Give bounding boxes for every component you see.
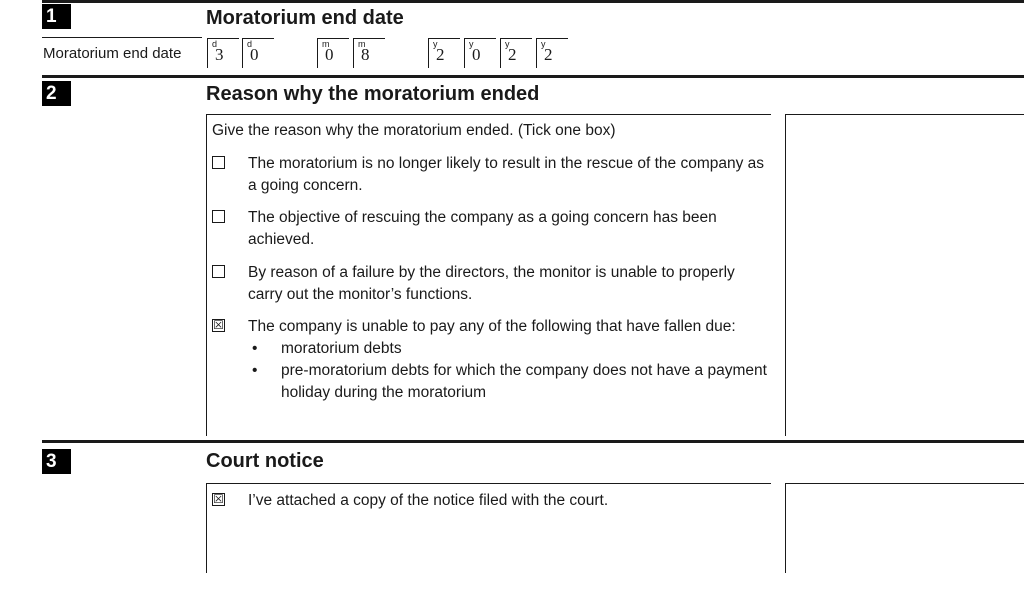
date-box-digit: 2 xyxy=(508,45,517,64)
date-box-day-1[interactable]: d 3 xyxy=(207,38,239,68)
reason-option-1[interactable]: The moratorium is no longer likely to re… xyxy=(212,153,767,197)
bullet-text: pre-moratorium debts for which the compa… xyxy=(281,362,767,401)
date-box-digit: 0 xyxy=(325,45,334,64)
section-3-number: 3 xyxy=(42,449,71,474)
date-box-digit: 2 xyxy=(436,45,445,64)
section-1-number: 1 xyxy=(42,4,71,29)
date-box-placeholder: d xyxy=(247,39,253,49)
section-2-title: Reason why the moratorium ended xyxy=(206,83,540,105)
date-box-year-2[interactable]: y 0 xyxy=(464,38,496,68)
bullet-icon: • xyxy=(252,362,258,379)
date-box-year-3[interactable]: y 2 xyxy=(500,38,532,68)
reason-option-2-text: The objective of rescuing the company as… xyxy=(248,209,717,248)
moratorium-end-date-label: Moratorium end date xyxy=(43,45,182,62)
date-box-year-4[interactable]: y 2 xyxy=(536,38,568,68)
court-notice-option[interactable]: ☒ I’ve attached a copy of the notice fil… xyxy=(212,490,767,514)
section-2-rule xyxy=(42,75,1024,78)
reason-option-4-bullets: • moratorium debts • pre-moratorium debt… xyxy=(248,338,768,404)
section-1-rule xyxy=(42,0,1024,3)
checkbox-icon[interactable] xyxy=(212,210,225,223)
date-box-day-2[interactable]: d 0 xyxy=(242,38,274,68)
reason-option-4-text: The company is unable to pay any of the … xyxy=(248,318,736,335)
section-2-number: 2 xyxy=(42,81,71,106)
section-3-title: Court notice xyxy=(206,450,324,472)
date-box-placeholder: d xyxy=(212,39,218,49)
date-box-digit: 0 xyxy=(250,45,259,64)
section-3-rule xyxy=(42,440,1024,443)
date-row-rule xyxy=(42,37,202,38)
reason-side-panel xyxy=(785,114,1024,436)
date-box-month-2[interactable]: m 8 xyxy=(353,38,385,68)
date-box-digit: 2 xyxy=(544,45,553,64)
checked-checkbox-icon[interactable]: ☒ xyxy=(212,492,225,506)
checkbox-icon[interactable] xyxy=(212,265,225,278)
reason-instruction: Give the reason why the moratorium ended… xyxy=(212,122,616,139)
date-box-digit: 3 xyxy=(215,45,224,64)
reason-option-2[interactable]: The objective of rescuing the company as… xyxy=(212,207,767,251)
checked-checkbox-icon[interactable]: ☒ xyxy=(212,318,225,332)
reason-option-3[interactable]: By reason of a failure by the directors,… xyxy=(212,262,767,306)
date-box-month-1[interactable]: m 0 xyxy=(317,38,349,68)
reason-option-4[interactable]: ☒ The company is unable to pay any of th… xyxy=(212,316,767,406)
date-box-year-1[interactable]: y 2 xyxy=(428,38,460,68)
date-box-placeholder: y xyxy=(433,39,438,49)
date-box-digit: 8 xyxy=(361,45,370,64)
date-box-placeholder: y xyxy=(469,39,474,49)
reason-option-3-text: By reason of a failure by the directors,… xyxy=(248,264,735,303)
court-notice-panel xyxy=(206,483,771,573)
date-box-digit: 0 xyxy=(472,45,481,64)
court-notice-side-panel xyxy=(785,483,1024,573)
bullet-icon: • xyxy=(252,340,258,357)
bullet-item: • moratorium debts xyxy=(248,338,768,360)
date-box-placeholder: y xyxy=(505,39,510,49)
section-1-title: Moratorium end date xyxy=(206,7,404,29)
bullet-item: • pre-moratorium debts for which the com… xyxy=(248,360,768,404)
bullet-text: moratorium debts xyxy=(281,340,402,357)
date-box-placeholder: m xyxy=(322,39,330,49)
reason-option-1-text: The moratorium is no longer likely to re… xyxy=(248,155,765,194)
reason-panel xyxy=(206,114,771,436)
checkbox-icon[interactable] xyxy=(212,156,225,169)
date-box-placeholder: y xyxy=(541,39,546,49)
court-notice-text: I’ve attached a copy of the notice filed… xyxy=(248,492,609,509)
date-box-placeholder: m xyxy=(358,39,366,49)
